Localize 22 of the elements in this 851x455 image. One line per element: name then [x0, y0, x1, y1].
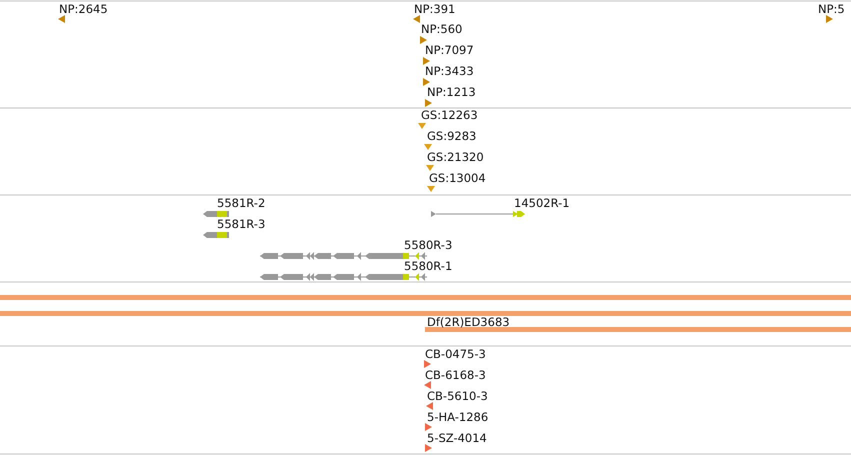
- feature-label: NP:5: [818, 3, 845, 16]
- feature-label: 5-HA-1286: [427, 411, 488, 424]
- feature-label: NP:7097: [425, 44, 474, 57]
- feature-label: GS:21320: [427, 151, 484, 164]
- feature-label: 5580R-1: [404, 260, 452, 273]
- feature-label: CB-5610-3: [427, 390, 488, 403]
- feature-label: GS:13004: [429, 172, 486, 185]
- feature-label: NP:560: [421, 23, 462, 36]
- feature-label: NP:1213: [427, 86, 476, 99]
- feature-label: NP:3433: [425, 65, 474, 78]
- feature-label: 5-SZ-4014: [427, 432, 487, 445]
- feature-label: NP:391: [414, 3, 456, 16]
- feature-label: CB-6168-3: [425, 369, 486, 382]
- feature-label: 5580R-3: [404, 239, 452, 252]
- feature-label: 5581R-2: [217, 197, 266, 210]
- feature-label: CB-0475-3: [425, 348, 486, 361]
- feature-label: Df(2R)ED3683: [427, 316, 510, 329]
- feature-label: 14502R-1: [514, 197, 570, 210]
- feature-label: GS:9283: [427, 130, 476, 143]
- feature-label: 5581R-3: [217, 218, 266, 231]
- feature-label: GS:12263: [421, 109, 478, 122]
- feature-label: NP:2645: [59, 3, 108, 16]
